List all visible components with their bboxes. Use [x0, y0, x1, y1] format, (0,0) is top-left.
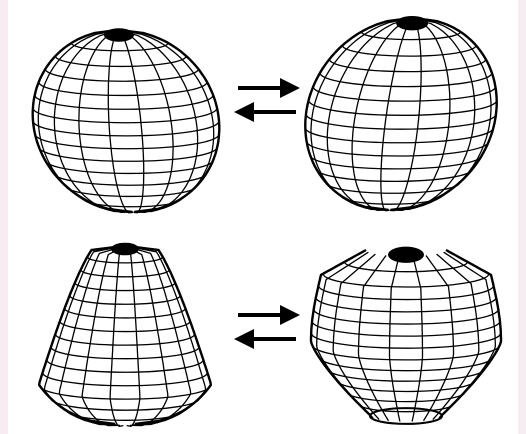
top-pole — [388, 247, 424, 263]
inverted-pear-shape — [311, 247, 501, 424]
top-pole — [104, 28, 134, 42]
latitude-line — [51, 398, 200, 410]
prolate-ellipsoid-shape — [305, 16, 496, 211]
latitude-line — [313, 87, 495, 102]
latitude-line — [66, 186, 197, 196]
latitude-line — [319, 286, 494, 300]
pear-shape — [39, 243, 211, 427]
latitude-line — [312, 321, 500, 336]
outline-right — [441, 250, 501, 416]
longitude-line — [412, 256, 422, 421]
latitude-line — [329, 59, 485, 72]
longitude-line — [359, 256, 389, 421]
figure-panel — [8, 0, 518, 434]
latitude-line — [326, 183, 460, 194]
latitude-line — [305, 128, 493, 143]
top-pole — [111, 243, 139, 256]
latitude-line — [54, 173, 207, 185]
longitude-line — [390, 256, 400, 421]
longitude-line — [333, 254, 379, 420]
latitude-line — [45, 69, 198, 81]
latitude-line — [65, 308, 186, 318]
latitude-line — [60, 321, 190, 331]
latitude-line — [55, 334, 194, 345]
latitude-line — [319, 357, 494, 371]
latitude-line — [345, 262, 468, 272]
latitude-line — [337, 380, 475, 391]
latitude-line — [70, 295, 181, 304]
latitude-line — [316, 169, 472, 182]
latitude-line — [75, 283, 175, 291]
latitude-line — [309, 100, 497, 115]
latitude-line — [306, 114, 496, 129]
top-pole — [396, 16, 428, 30]
outline-left — [311, 250, 371, 416]
latitude-line — [43, 373, 208, 386]
latitude-line — [87, 257, 162, 263]
latitude-line — [33, 108, 217, 123]
latitude-line — [47, 360, 204, 373]
latitude-line — [81, 270, 170, 277]
longitude-line — [424, 256, 454, 421]
latitude-line — [51, 347, 199, 359]
longitude-line — [433, 254, 479, 420]
shape-transition-diagram — [8, 0, 518, 434]
latitude-line — [307, 141, 489, 156]
latitude-line — [71, 43, 168, 51]
latitude-line — [348, 392, 465, 401]
bottom-rim — [370, 408, 442, 424]
latitude-line — [310, 155, 482, 169]
latitude-line — [320, 73, 492, 87]
latitude-line — [323, 274, 489, 287]
latitude-line — [40, 385, 211, 399]
latitude-line — [35, 95, 213, 109]
latitude-line — [45, 160, 213, 173]
latitude-line — [39, 82, 207, 95]
latitude-line — [311, 333, 501, 348]
latitude-line — [312, 345, 500, 360]
oblate-ellipsoid-shape — [33, 28, 220, 213]
